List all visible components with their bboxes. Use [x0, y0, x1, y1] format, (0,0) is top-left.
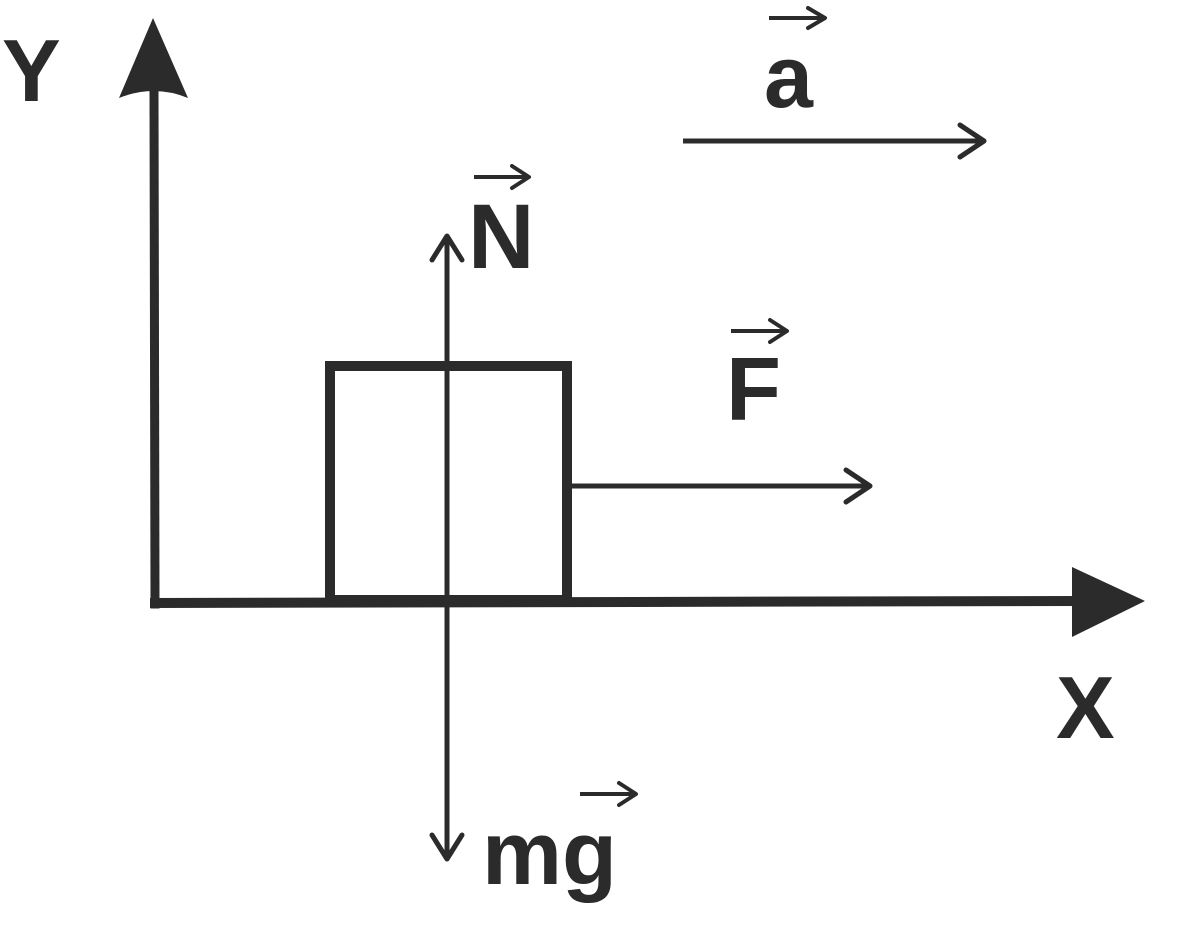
gravity-arrowhead	[429, 832, 465, 862]
y-axis-arrowhead	[119, 18, 188, 98]
gravity-label: mg	[482, 804, 617, 904]
x-axis-arrowhead	[1072, 567, 1145, 637]
acceleration-arrowhead	[957, 122, 987, 160]
y-axis	[119, 18, 188, 609]
normal-force-label: N	[468, 186, 534, 288]
applied-force-vector	[567, 467, 873, 505]
applied-force-label-vector-arrow	[731, 318, 789, 344]
normal-force-arrowhead	[429, 233, 465, 263]
y-axis-label: Y	[2, 21, 61, 120]
y-axis-line	[149, 85, 160, 609]
acceleration-label-vector-arrow	[769, 6, 827, 30]
applied-force-label: F	[726, 340, 781, 440]
acceleration-label: a	[764, 27, 814, 126]
applied-force-arrowhead	[843, 467, 873, 505]
x-axis-line	[149, 596, 1081, 608]
normal-force-vector	[429, 233, 465, 600]
acceleration-vector	[683, 122, 987, 160]
gravity-label-vector-arrow	[580, 781, 638, 807]
x-axis-label: X	[1056, 658, 1115, 757]
gravity-vector	[429, 600, 465, 862]
normal-force-label-vector-arrow	[474, 164, 531, 190]
x-axis	[149, 567, 1145, 637]
